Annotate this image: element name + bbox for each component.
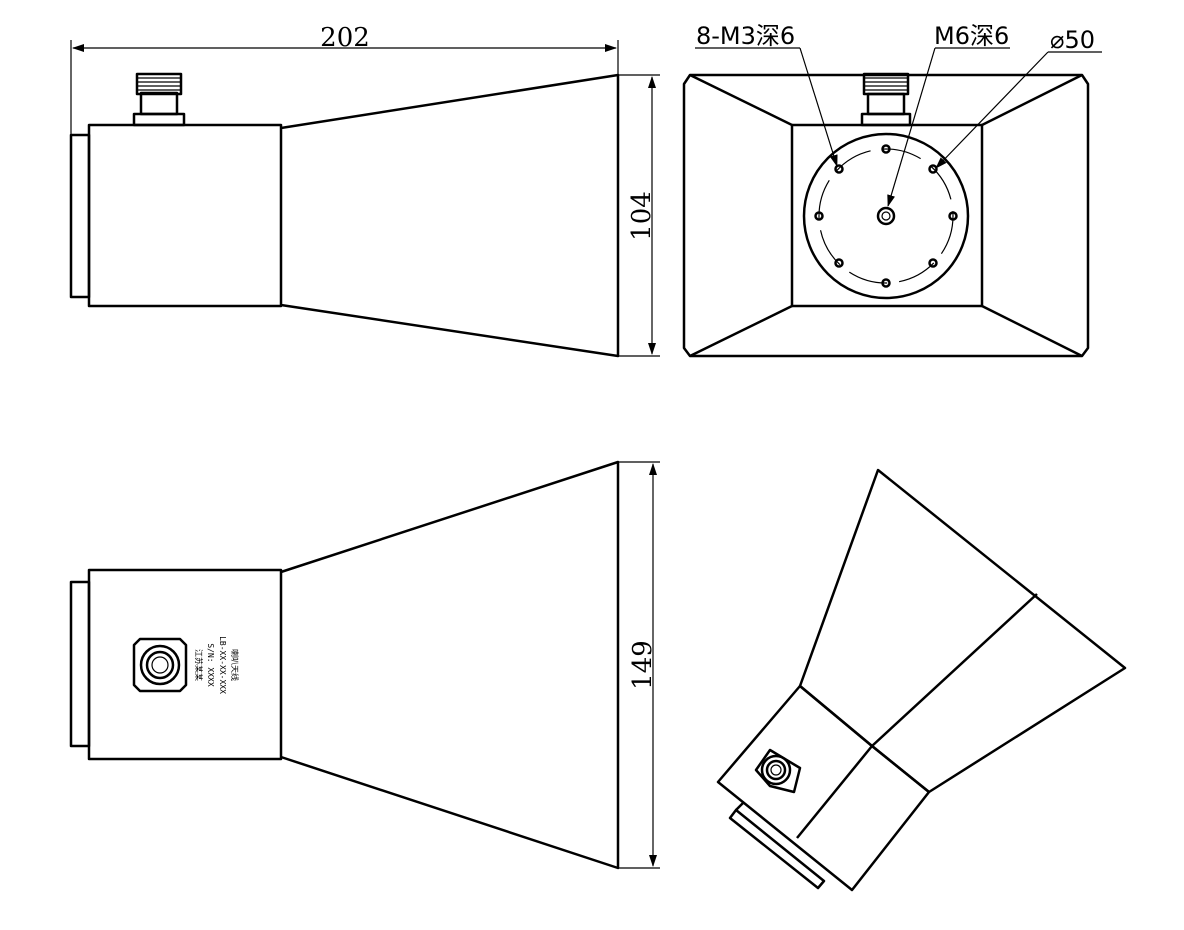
iso-body-outline — [716, 684, 931, 892]
iso-connector-icon — [754, 748, 802, 794]
label-line-3: S/N: XXXX — [206, 643, 215, 687]
connector-icon — [132, 72, 186, 127]
bolt-holes — [814, 144, 958, 288]
body-rect — [87, 123, 283, 308]
horn-outline-2 — [280, 460, 620, 870]
dim-height-side: 104 — [627, 191, 657, 241]
body-rect-2 — [87, 568, 283, 761]
connector-face-icon — [132, 637, 188, 693]
front-view: 8-M3深6 M6深6 ⌀50 — [682, 22, 1102, 358]
dim-length: 202 — [320, 23, 370, 53]
center-hole — [876, 206, 896, 226]
isometric-view — [716, 468, 1127, 892]
callout-diameter: ⌀50 — [1050, 26, 1095, 54]
flange-rect-2 — [69, 580, 91, 748]
aperture-outline — [682, 73, 1090, 358]
iso-flange — [728, 808, 826, 890]
connector-top-icon — [860, 72, 912, 127]
label-line-2: LB-XX-XX-XXX — [218, 636, 227, 694]
label-plate: 喇叭天线 LB-XX-XX-XXX S/N: XXXX 江苏某某 — [194, 636, 240, 694]
bolt-circle — [818, 148, 954, 284]
iso-horn-outline — [798, 468, 1127, 794]
callout-center-hole: M6深6 — [934, 22, 1009, 50]
flange-circle — [802, 132, 970, 300]
flange-rect — [69, 133, 91, 299]
dim-height-top: 149 — [628, 640, 658, 690]
label-line-4: 江苏某某 — [194, 649, 204, 681]
side-view: 202 104 — [69, 23, 660, 358]
top-view: 喇叭天线 LB-XX-XX-XXX S/N: XXXX 江苏某某 149 — [69, 460, 660, 870]
label-line-1: 喇叭天线 — [230, 649, 240, 681]
horn-outline — [280, 73, 620, 358]
callout-holes: 8-M3深6 — [696, 22, 795, 50]
